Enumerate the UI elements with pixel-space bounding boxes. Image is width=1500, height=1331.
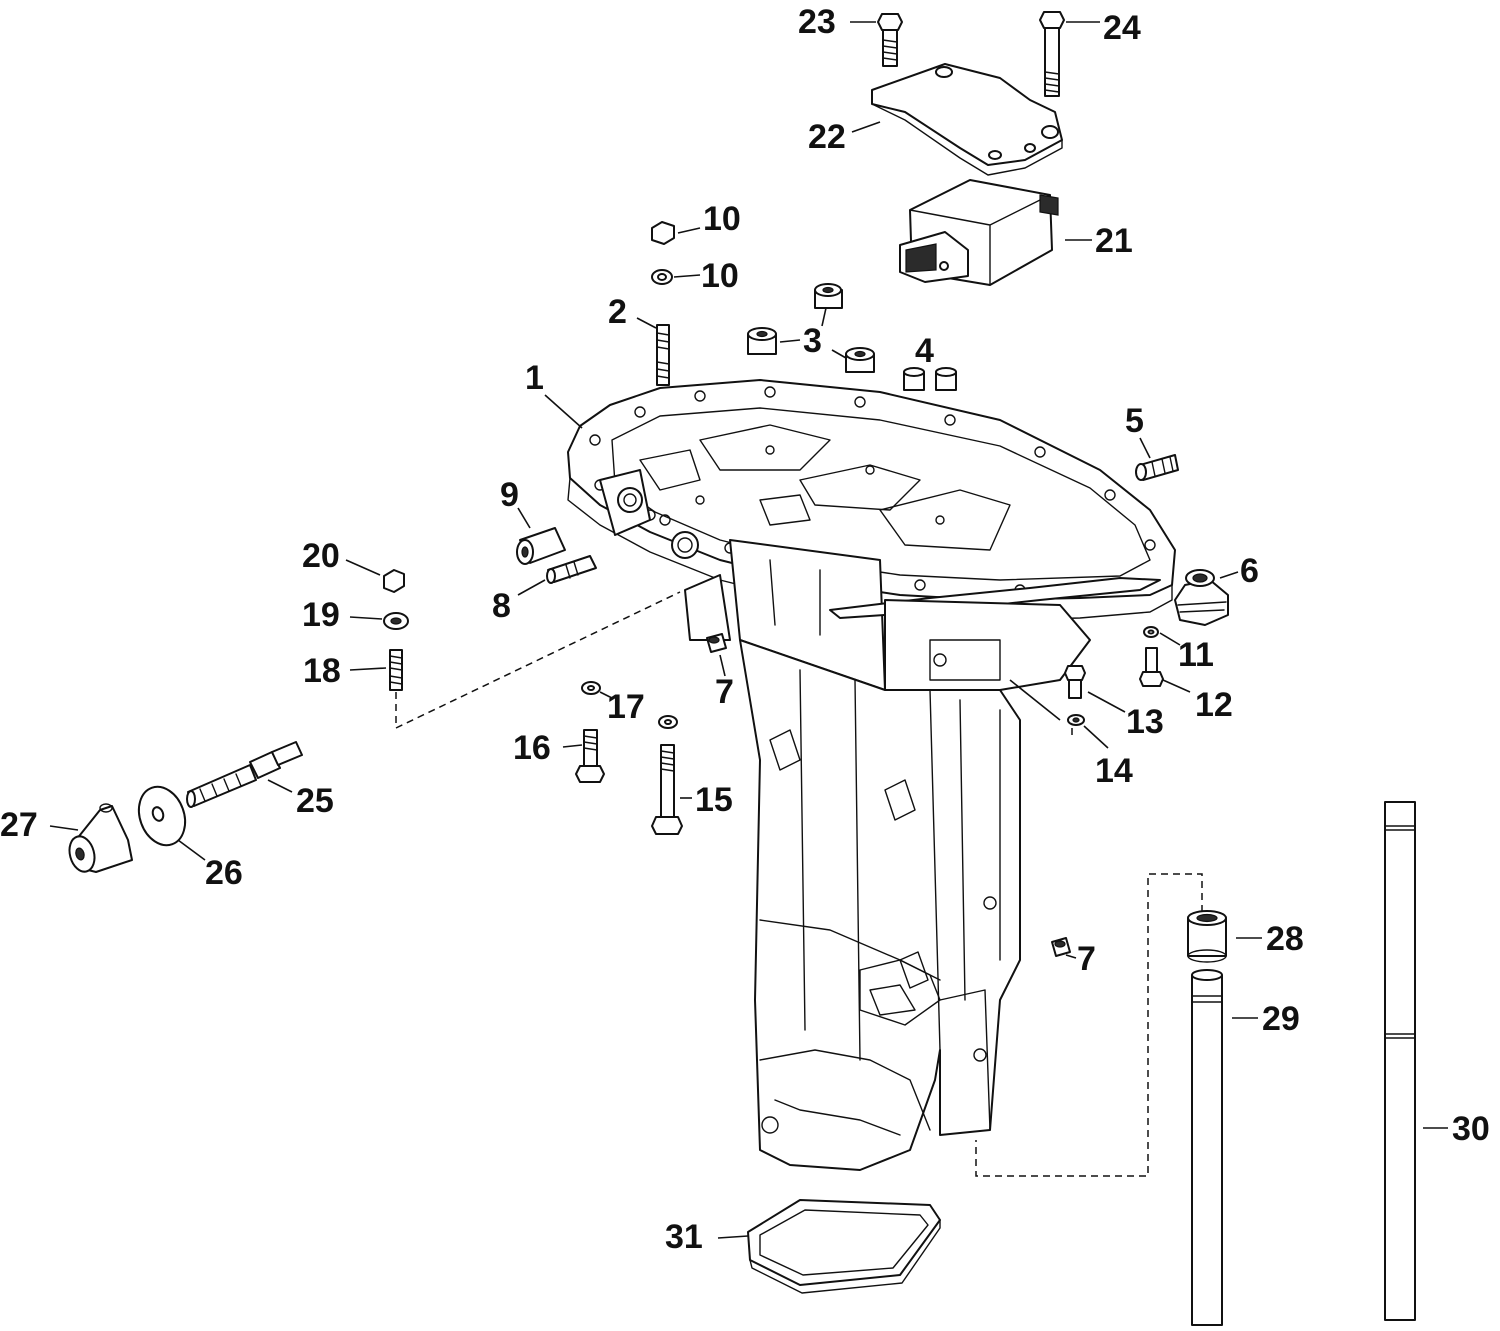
callout-31: 30 xyxy=(1452,1110,1490,1148)
callout-1: 1 xyxy=(525,359,544,397)
part-19-stud[interactable] xyxy=(389,649,403,691)
callout-19: 18 xyxy=(303,652,341,690)
part-3-grommet-a[interactable] xyxy=(814,283,843,309)
part-16-bolt[interactable] xyxy=(651,744,683,835)
callout-8: 8 xyxy=(492,587,511,625)
callout-11: 10 xyxy=(703,200,741,238)
leader-lines xyxy=(49,21,1448,1239)
part-2-stud[interactable] xyxy=(656,324,670,386)
part-20-washer[interactable] xyxy=(383,612,409,630)
callout-29: 28 xyxy=(1266,920,1304,958)
callout-7-lower: 7 xyxy=(1077,940,1096,978)
part-30-water-tube[interactable] xyxy=(1191,969,1223,1326)
callout-4: 4 xyxy=(915,332,934,370)
part-21-nut[interactable] xyxy=(383,569,405,593)
callout-21: 20 xyxy=(302,537,340,575)
callout-27: 26 xyxy=(205,854,243,892)
callout-14: 13 xyxy=(1126,703,1164,741)
callout-15: 14 xyxy=(1095,752,1133,790)
part-22-electronic-module[interactable] xyxy=(899,179,1059,286)
part-23-mounting-bracket[interactable] xyxy=(871,63,1063,176)
part-4-dowel-pins[interactable] xyxy=(903,367,957,391)
part-1-adapter-housing[interactable] xyxy=(567,379,1176,1171)
part-25-bolt[interactable] xyxy=(1039,11,1065,97)
callout-10: 10 xyxy=(701,257,739,295)
callout-22: 21 xyxy=(1095,222,1133,260)
part-13-bolt[interactable] xyxy=(1139,647,1164,687)
callout-9-label: 9 xyxy=(500,476,519,514)
callout-3: 3 xyxy=(803,322,822,360)
part-7-plug-upper[interactable] xyxy=(706,633,727,653)
part-31-water-tube[interactable] xyxy=(1384,801,1416,1321)
part-8-fitting[interactable] xyxy=(546,555,597,584)
callout-13: 12 xyxy=(1195,686,1233,724)
part-17-bolt[interactable] xyxy=(575,729,605,783)
part-26-stud[interactable] xyxy=(186,741,303,808)
part-28-rubber-mount[interactable] xyxy=(66,803,133,874)
callout-12: 11 xyxy=(1178,636,1214,674)
part-24-bolt[interactable] xyxy=(877,13,903,67)
alignment-dashed-lines xyxy=(395,591,1203,1177)
part-3-grommet-c[interactable] xyxy=(845,347,875,373)
callout-24: 23 xyxy=(798,3,836,41)
callout-28: 27 xyxy=(0,806,38,844)
part-10-washer[interactable] xyxy=(651,269,673,285)
callout-6: 6 xyxy=(1240,552,1259,590)
part-27-washer[interactable] xyxy=(131,780,193,851)
callout-18: 17 xyxy=(607,688,645,726)
callout-25: 24 xyxy=(1103,9,1141,47)
callout-20: 19 xyxy=(302,596,340,634)
part-5-hose-fitting[interactable] xyxy=(1135,454,1179,481)
part-14-bolt[interactable] xyxy=(1064,665,1086,699)
part-12-washer[interactable] xyxy=(1143,626,1159,638)
part-6-valve-cap[interactable] xyxy=(1174,569,1229,626)
part-7-plug-lower[interactable] xyxy=(1051,937,1071,957)
part-18-washer[interactable] xyxy=(581,681,678,729)
callout-17: 16 xyxy=(513,729,551,767)
callout-labels: 23 24 22 21 10 10 2 3 4 1 5 9 6 8 20 19 … xyxy=(0,3,1490,1256)
part-3-grommet-b[interactable] xyxy=(747,327,777,355)
callout-16: 15 xyxy=(695,781,733,819)
callout-23: 22 xyxy=(808,118,846,156)
callout-26: 25 xyxy=(296,782,334,820)
part-9-plug[interactable] xyxy=(516,527,566,565)
callout-7-upper: 7 xyxy=(715,673,734,711)
callout-30: 29 xyxy=(1262,1000,1300,1038)
part-32-seal[interactable] xyxy=(747,1199,941,1294)
part-15-washer[interactable] xyxy=(1067,714,1085,726)
callout-5: 5 xyxy=(1125,402,1144,440)
part-29-grommet[interactable] xyxy=(1187,910,1227,963)
callout-32: 31 xyxy=(665,1218,703,1256)
callout-2: 2 xyxy=(608,293,627,331)
part-11-nut[interactable] xyxy=(651,221,675,245)
